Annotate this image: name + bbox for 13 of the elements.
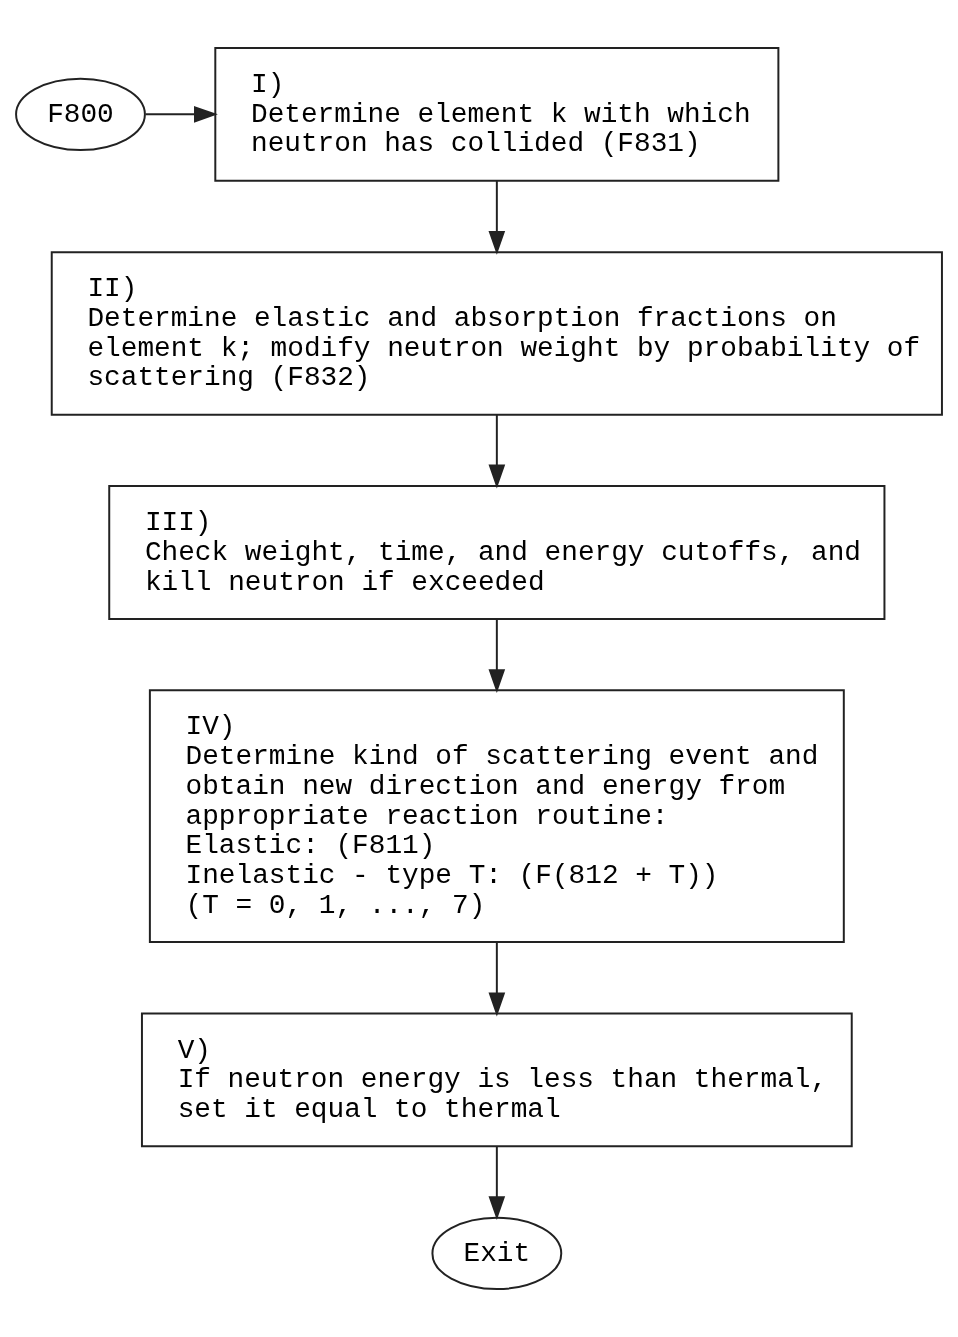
arrow [144, 106, 218, 123]
arrow [488, 179, 506, 255]
node-box: III) Check weight, time, and energy cutoffs, and kill neutron if exceeded [108, 485, 886, 620]
arrow [488, 1145, 506, 1221]
node-ellipse: Exit [431, 1216, 563, 1291]
arrow [488, 413, 506, 489]
node-box: IV) Determine kind of scattering event and obtain new direction and energy from appropriate reaction routine: Elastic: (F811) Inelastic - type T: (F(812 + T)) (T = 0, 1, ..., 7) [148, 689, 845, 944]
node-ellipse: F800 [15, 77, 146, 152]
node-box: II) Determine elastic and absorption fractions on element k; modify neutron weight by probability of scattering (F832) [50, 251, 943, 416]
node-box: I) Determine element k with which neutron has collided (F831) [214, 46, 780, 182]
arrow [488, 941, 506, 1017]
node-box: V) If neutron energy is less than thermal, set it equal to thermal [140, 1012, 853, 1148]
arrow [488, 618, 506, 693]
